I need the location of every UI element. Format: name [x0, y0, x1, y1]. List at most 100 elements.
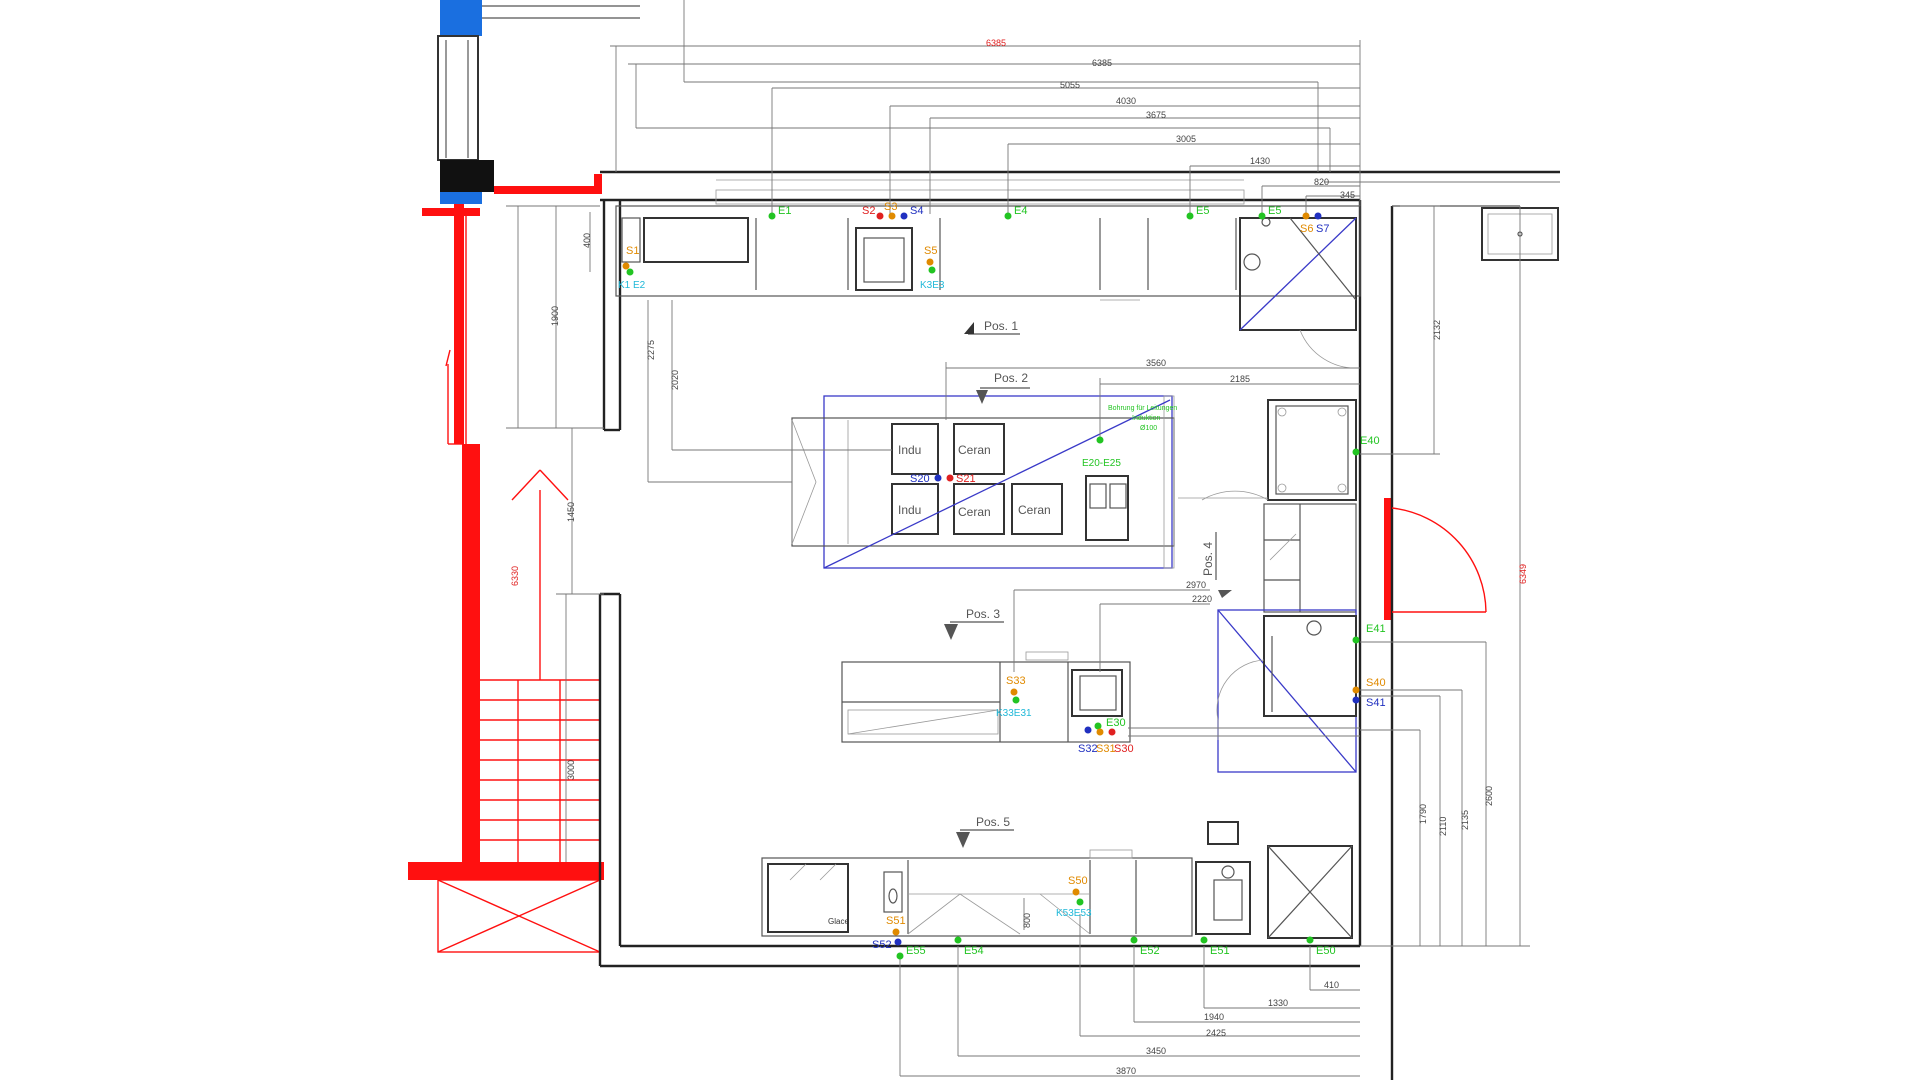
- dim-2132: 2132: [1432, 320, 1442, 340]
- conn-S1: S1: [626, 245, 639, 257]
- dim-2970: 2970: [1186, 580, 1206, 590]
- conn-S5: S5: [924, 245, 937, 257]
- connection-points: [622, 212, 1360, 960]
- dim-3000: 3000: [566, 760, 576, 780]
- position-label-4: Pos. 4: [1201, 542, 1215, 576]
- note-line-3: Ø100: [1140, 425, 1157, 432]
- conn-E50: E50: [1316, 945, 1336, 957]
- label-ceran-1: Ceran: [958, 443, 991, 457]
- door: [1391, 507, 1487, 613]
- dim-1430: 1430: [1250, 156, 1270, 166]
- counter-pos-3: [841, 651, 1131, 743]
- conn-E5a: E5: [1196, 205, 1209, 217]
- dim-2135: 2135: [1460, 810, 1470, 830]
- dim-4030: 4030: [1116, 96, 1136, 106]
- conn-S52: S52: [872, 939, 892, 951]
- dim-3560: 3560: [1146, 358, 1166, 368]
- dim-6385: 6385: [1092, 58, 1112, 68]
- conn-E54: E54: [964, 945, 984, 957]
- dim-3675: 3675: [1146, 110, 1166, 120]
- dim-2220: 2220: [1192, 594, 1212, 604]
- dim-1900: 1900: [550, 306, 560, 326]
- dim-2275: 2275: [646, 340, 656, 360]
- conn-E55: E55: [906, 945, 926, 957]
- dim-5055: 5055: [1060, 80, 1080, 90]
- dimension-lines: [506, 0, 1560, 1077]
- red-walls: [408, 174, 1392, 880]
- dim-345: 345: [1340, 190, 1355, 200]
- dim-6349-red: 6349: [1518, 564, 1528, 584]
- cooking-island-pos-2: [791, 395, 1175, 569]
- dim-800: 800: [1022, 913, 1032, 928]
- note-line-1: Bohrung für Leitungen: [1108, 405, 1177, 412]
- dim-400: 400: [582, 233, 592, 248]
- conn-S2: S2: [862, 205, 875, 217]
- dim-6330-red: 6330: [510, 566, 520, 586]
- dim-1790: 1790: [1418, 804, 1428, 824]
- conn-E4: E4: [1014, 205, 1027, 217]
- conn-E41: E41: [1366, 623, 1386, 635]
- dim-2600: 2600: [1484, 786, 1494, 806]
- conn-S51: S51: [886, 915, 906, 927]
- dim-2110: 2110: [1438, 817, 1448, 836]
- position-labels: Pos. 1 Pos. 2 Pos. 3 Pos. 4 Pos. 5: [966, 319, 1215, 829]
- conn-E30: E30: [1106, 717, 1126, 729]
- conn-E40: E40: [1360, 435, 1380, 447]
- dim-1450: 1450: [566, 502, 576, 522]
- label-glace: Glace: [828, 917, 849, 926]
- position-label-5: Pos. 5: [976, 815, 1010, 829]
- equipment-labels: Indu Ceran Indu Ceran Ceran Glace: [828, 443, 1051, 926]
- label-indu-2: Indu: [898, 503, 921, 517]
- conn-S50: S50: [1068, 875, 1088, 887]
- dim-1940: 1940: [1204, 1012, 1224, 1022]
- conn-S6: S6: [1300, 223, 1313, 235]
- dim-2425: 2425: [1206, 1028, 1226, 1038]
- conn-K33E31: K33E31: [996, 708, 1032, 719]
- conn-E20E25: E20-E25: [1082, 458, 1121, 469]
- conn-S30: S30: [1114, 743, 1134, 755]
- note-line-2: Induktion: [1132, 415, 1161, 422]
- conn-S33: S33: [1006, 675, 1026, 687]
- connection-labels: E1 E4 E5 E5 S2 S3 S4 S5 K3E3 S1 K1 E2 S6…: [618, 201, 1386, 957]
- conn-S20: S20: [910, 473, 930, 485]
- position-label-1: Pos. 1: [984, 319, 1018, 333]
- dimension-labels: 6385 6385 5055 4030 3675 3005 1430 820 3…: [510, 38, 1528, 1076]
- conn-E1: E1: [778, 205, 791, 217]
- dim-1330: 1330: [1268, 998, 1288, 1008]
- conn-S41: S41: [1366, 697, 1386, 709]
- label-indu-1: Indu: [898, 443, 921, 457]
- dim-2020: 2020: [670, 370, 680, 390]
- dim-2185: 2185: [1230, 374, 1250, 384]
- conn-E51: E51: [1210, 945, 1230, 957]
- conn-K1E2: K1 E2: [618, 280, 646, 291]
- dim-820: 820: [1314, 177, 1329, 187]
- installation-note: Bohrung für Leitungen Induktion Ø100: [1108, 405, 1177, 432]
- label-ceran-2: Ceran: [958, 505, 991, 519]
- facade-window: [437, 0, 640, 204]
- counter-pos-1: [615, 179, 1361, 369]
- position-label-2: Pos. 2: [994, 371, 1028, 385]
- dim-3870: 3870: [1116, 1066, 1136, 1076]
- counter-pos-5: [761, 821, 1353, 939]
- conn-K53E53: K53E53: [1056, 908, 1092, 919]
- conn-E5b: E5: [1268, 205, 1281, 217]
- conn-S40: S40: [1366, 677, 1386, 689]
- equipment-pos-4: [1178, 399, 1357, 773]
- position-label-3: Pos. 3: [966, 607, 1000, 621]
- label-ceran-3: Ceran: [1018, 503, 1051, 517]
- dim-3005: 3005: [1176, 134, 1196, 144]
- dim-6385-red: 6385: [986, 38, 1006, 48]
- conn-S3: S3: [884, 201, 897, 213]
- conn-K3E3: K3E3: [920, 280, 945, 291]
- dim-3450: 3450: [1146, 1046, 1166, 1056]
- conn-E52: E52: [1140, 945, 1160, 957]
- conn-S32: S32: [1078, 743, 1098, 755]
- dim-410: 410: [1324, 980, 1339, 990]
- conn-S7: S7: [1316, 223, 1329, 235]
- conn-S21: S21: [956, 473, 976, 485]
- conn-S4: S4: [910, 205, 923, 217]
- conn-S31: S31: [1096, 743, 1116, 755]
- staircase: [437, 469, 601, 953]
- room-walls: [598, 170, 1560, 1080]
